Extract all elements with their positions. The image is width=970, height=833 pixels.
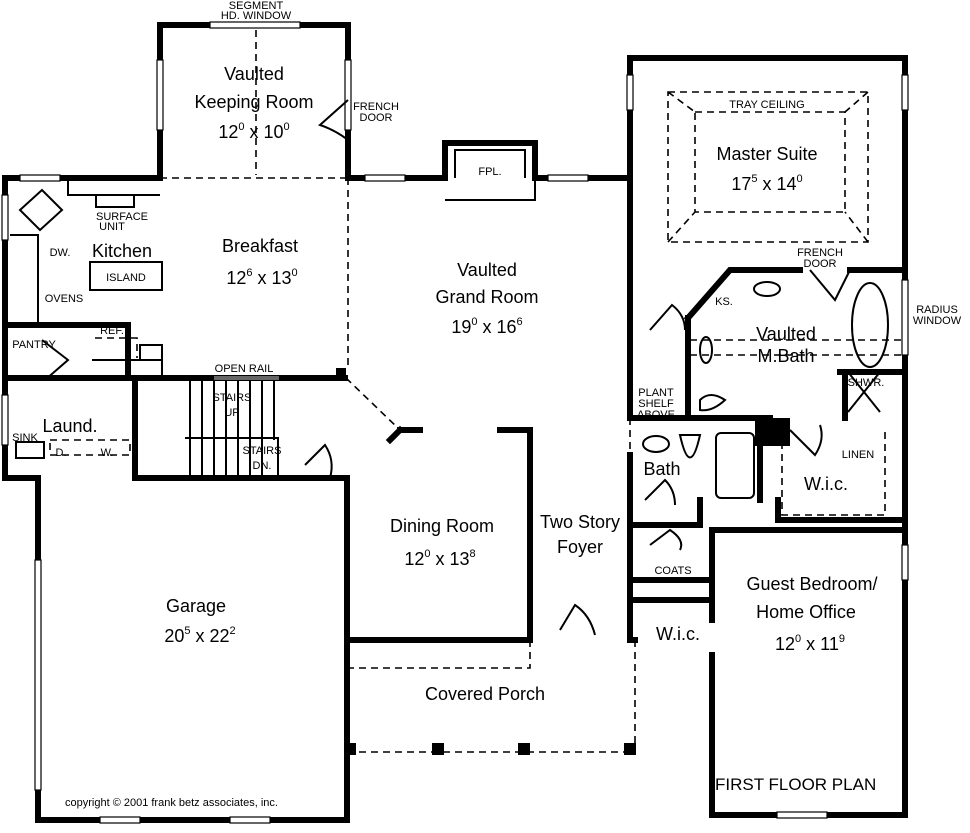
svg-text:HD. WINDOW: HD. WINDOW [221, 10, 292, 22]
windows [1, 21, 909, 824]
svg-text:STAIRS: STAIRS [213, 392, 252, 404]
svg-text:LINEN: LINEN [842, 449, 874, 461]
svg-text:205 x 222: 205 x 222 [164, 625, 235, 646]
svg-text:ABOVE: ABOVE [637, 409, 675, 421]
annotations: SEGMENT HD. WINDOW FRENCH DOOR FPL. TRAY… [12, 0, 962, 577]
svg-text:STAIRS: STAIRS [243, 445, 282, 457]
svg-text:DOOR: DOOR [804, 258, 837, 270]
svg-text:Dining Room: Dining Room [390, 516, 494, 536]
svg-text:FRENCH: FRENCH [797, 247, 843, 259]
svg-text:Vaulted: Vaulted [457, 260, 517, 280]
svg-text:FRENCH: FRENCH [353, 101, 399, 113]
room-bath: Bath [643, 459, 680, 479]
svg-text:REF.: REF. [100, 325, 124, 337]
room-keeping: Vaulted Keeping Room 120 x 100 [194, 64, 313, 142]
svg-text:SHELF: SHELF [638, 398, 674, 410]
svg-text:ISLAND: ISLAND [106, 272, 146, 284]
room-garage: Garage 205 x 222 [164, 596, 235, 646]
doors [41, 99, 851, 636]
svg-text:Foyer: Foyer [557, 537, 603, 557]
svg-text:UP: UP [224, 407, 239, 419]
svg-text:PLANT: PLANT [638, 387, 674, 399]
svg-text:120 x 100: 120 x 100 [218, 121, 289, 142]
svg-text:120 x 138: 120 x 138 [404, 548, 475, 569]
room-breakfast: Breakfast 126 x 130 [222, 236, 298, 288]
room-wic-guest: W.i.c. [656, 624, 700, 644]
svg-text:Garage: Garage [166, 596, 226, 616]
svg-text:SINK: SINK [12, 432, 38, 444]
svg-text:DW.: DW. [50, 247, 71, 259]
svg-text:UNIT: UNIT [99, 221, 125, 233]
room-dining: Dining Room 120 x 138 [390, 516, 494, 569]
room-guest: Guest Bedroom/ Home Office 120 x 119 [746, 574, 877, 654]
svg-text:COATS: COATS [654, 565, 691, 577]
plan-title: FIRST FLOOR PLAN [715, 775, 876, 794]
room-master: Master Suite 175 x 140 [716, 144, 817, 194]
svg-text:SEGMENT: SEGMENT [229, 0, 284, 12]
svg-text:190 x 166: 190 x 166 [451, 316, 522, 337]
porch-columns [344, 743, 636, 755]
svg-text:Vaulted: Vaulted [224, 64, 284, 84]
svg-text:Guest Bedroom/: Guest Bedroom/ [746, 574, 877, 594]
svg-text:SHWR.: SHWR. [848, 377, 885, 389]
svg-text:DN.: DN. [253, 460, 272, 472]
svg-text:SURFACE: SURFACE [96, 211, 148, 223]
room-wic-master: W.i.c. [804, 474, 848, 494]
svg-text:OVENS: OVENS [45, 293, 84, 305]
svg-text:Grand Room: Grand Room [435, 287, 538, 307]
svg-text:FPL.: FPL. [478, 166, 501, 178]
room-foyer: Two Story Foyer [540, 512, 620, 557]
svg-text:175 x 140: 175 x 140 [731, 173, 802, 194]
svg-text:PANTRY: PANTRY [12, 339, 56, 351]
svg-text:WINDOW: WINDOW [913, 315, 962, 327]
svg-text:D.: D. [56, 447, 67, 459]
room-mbath: Vaulted M.Bath [756, 324, 816, 366]
room-laundry: Laund. [42, 416, 97, 436]
svg-text:KS.: KS. [715, 296, 733, 308]
room-kitchen: Kitchen [92, 241, 152, 261]
svg-text:TRAY CEILING: TRAY CEILING [729, 99, 804, 111]
fixtures [10, 180, 889, 581]
room-porch: Covered Porch [425, 684, 545, 704]
svg-text:Keeping Room: Keeping Room [194, 92, 313, 112]
svg-text:RADIUS: RADIUS [916, 304, 958, 316]
copyright-text: copyright © 2001 frank betz associates, … [65, 797, 278, 809]
svg-text:Breakfast: Breakfast [222, 236, 298, 256]
svg-text:Home Office: Home Office [756, 602, 856, 622]
room-grand: Vaulted Grand Room 190 x 166 [435, 260, 538, 337]
svg-text:W.: W. [101, 447, 114, 459]
svg-text:OPEN RAIL: OPEN RAIL [215, 363, 274, 375]
svg-text:126 x 130: 126 x 130 [226, 267, 297, 288]
svg-text:120 x 119: 120 x 119 [775, 633, 845, 654]
svg-text:Vaulted: Vaulted [756, 324, 816, 344]
svg-text:M.Bath: M.Bath [757, 346, 814, 366]
svg-text:Two Story: Two Story [540, 512, 620, 532]
svg-text:DOOR: DOOR [360, 112, 393, 124]
svg-text:Master Suite: Master Suite [716, 144, 817, 164]
